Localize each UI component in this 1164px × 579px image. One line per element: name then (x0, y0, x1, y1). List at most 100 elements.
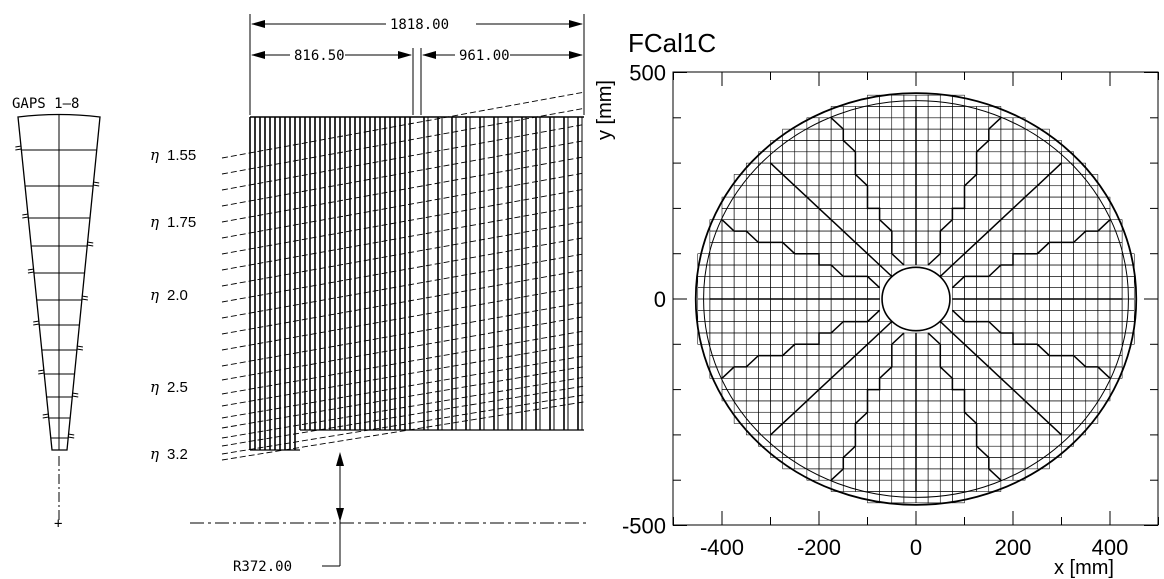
fcal-cell (842, 434, 856, 447)
fcal-cell (806, 253, 820, 266)
fcal-ticks (673, 72, 1159, 526)
fcal-cell (964, 468, 977, 481)
fcal-cell (879, 140, 893, 153)
fcal-cell (939, 94, 953, 107)
fcal-cell (709, 287, 723, 300)
fcal-cell (709, 332, 723, 345)
fcal-cell (1073, 174, 1087, 187)
fcal-cell (939, 208, 953, 220)
fcal-cell (806, 457, 820, 470)
fcal-cell (842, 185, 856, 198)
fcal-cell (782, 310, 796, 322)
fcal-cell (830, 298, 844, 311)
eta-ray (221, 91, 585, 159)
fcal-cell (855, 128, 868, 141)
fcal-cell (1049, 400, 1062, 413)
gap-mark (38, 372, 45, 375)
fcal-cell (758, 264, 771, 277)
fcal-cell (721, 287, 735, 300)
fcal-cell (1061, 151, 1074, 164)
fcal-cell (818, 344, 832, 356)
fcal-cell (976, 151, 990, 164)
fcal-cell (1073, 208, 1087, 220)
fcal-cell (1121, 253, 1135, 266)
fcal-cell (830, 242, 844, 254)
fcal-cell (1097, 264, 1111, 277)
gap-mark (87, 244, 94, 247)
fcal-cell (939, 355, 953, 368)
fcal-cell (1073, 400, 1087, 413)
fcal-cell (758, 389, 771, 402)
fcal-cell (1073, 298, 1087, 311)
fcal-cell (976, 117, 990, 130)
fcal-cell (952, 411, 965, 424)
fcal-cell (1073, 287, 1087, 300)
fcal-cell (976, 389, 990, 402)
fcal-cell (903, 253, 917, 266)
fcal-cell (818, 310, 832, 322)
fcal-cell (818, 434, 832, 447)
fcal-cell (1085, 276, 1099, 288)
fcal-cell (915, 400, 929, 413)
fcal-cell (1036, 253, 1050, 266)
fcal-cell (927, 230, 941, 243)
fcal-cell (855, 423, 868, 436)
fcal-cell (1061, 276, 1074, 288)
fcal-cell (964, 434, 977, 447)
fcal-cell (818, 128, 832, 141)
fcal-cell (1036, 219, 1050, 232)
fcal-cell (952, 128, 965, 141)
dim-left-arrow-a (251, 51, 265, 59)
fcal-cell (1000, 264, 1014, 277)
fcal-cell (939, 140, 953, 153)
fcal-cell (1012, 355, 1026, 368)
fcal-cell (939, 491, 953, 504)
fcal-cell (1049, 174, 1062, 187)
fcal-cell (1085, 321, 1099, 334)
fcal-cell (976, 434, 990, 447)
fcal-cell (758, 287, 771, 300)
fcal-cell (770, 310, 783, 322)
fcal-cell (915, 196, 929, 209)
fcal-cell (879, 151, 893, 164)
fcal-cell (745, 389, 759, 402)
fcal-cell (1085, 208, 1099, 220)
gap-mark (87, 241, 94, 244)
fcal-cell (794, 242, 808, 254)
eta-ray (221, 301, 585, 367)
fcal-cell (758, 355, 771, 368)
fcal-cell (855, 140, 868, 153)
fcal-cell (1036, 332, 1050, 345)
fcal-cell (709, 310, 723, 322)
fcal-cell (794, 230, 808, 243)
fcal-cell (782, 219, 796, 232)
fcal-cell (818, 411, 832, 424)
fcal-cell (782, 332, 796, 345)
fcal-cell (733, 389, 747, 402)
fcal-cell (855, 400, 868, 413)
fcal-cell (806, 298, 820, 311)
fcal-cell (976, 185, 990, 198)
fcal-cell (891, 151, 905, 164)
gap-mark (42, 416, 49, 419)
fcal-cell (1024, 321, 1038, 334)
fcal-cell (964, 140, 977, 153)
fcal-cell (806, 423, 820, 436)
fcal-cell (794, 196, 808, 209)
fcal-cell (891, 400, 905, 413)
fcal-cell (842, 162, 856, 175)
fcal-cell (927, 479, 941, 492)
fcal-cell (782, 276, 796, 288)
fcal-cell (1000, 332, 1014, 345)
fcal-cell (952, 264, 965, 277)
fcal-cell (721, 310, 735, 322)
fcal-cell (927, 151, 941, 164)
fcal-cell (939, 242, 953, 254)
fcal-cell (903, 377, 917, 390)
fcal-cell (867, 298, 880, 311)
fcal-cell (806, 151, 820, 164)
fcal-cell (1061, 377, 1074, 390)
fcal-cell (1097, 287, 1111, 300)
fcal-cell (818, 174, 832, 187)
fcal-cell (903, 128, 917, 141)
